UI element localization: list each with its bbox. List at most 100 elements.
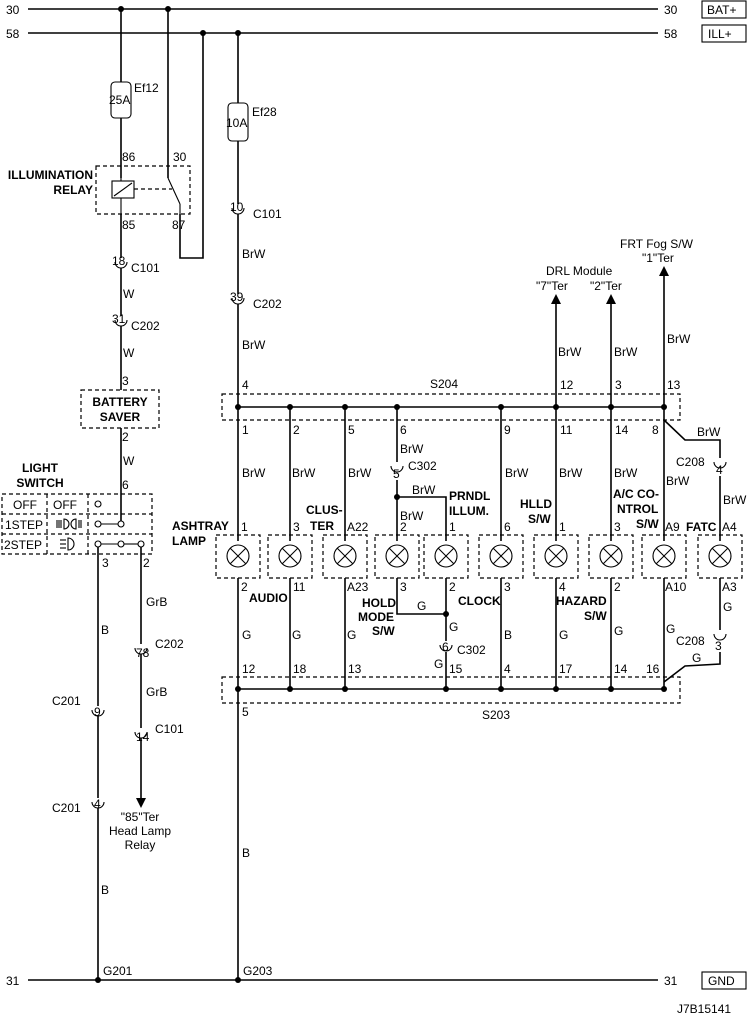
wire-color-label: BrW [400, 509, 424, 523]
splice-pin: 4 [242, 378, 249, 392]
splice-pin: 1 [242, 423, 249, 437]
light-switch-2step: 2STEP [4, 538, 42, 552]
clock-label: CLOCK [458, 594, 501, 608]
wire-color-label: B [101, 623, 109, 637]
ill-rail-number-right: 58 [664, 27, 678, 41]
splice-pin: 16 [646, 662, 660, 676]
connector-name: C201 [52, 801, 81, 815]
splice-pin: 11 [560, 423, 573, 437]
connector-name: C302 [457, 643, 486, 657]
ill-rail-number-left: 58 [6, 27, 20, 41]
wire-color-label: G [666, 622, 675, 636]
wire-color-label: G [614, 624, 623, 638]
connector-name: C101 [155, 722, 184, 736]
light-switch-title: LIGHT [22, 461, 59, 475]
wire-color-label: G [417, 599, 426, 613]
lamp-hold-mode-switch [374, 534, 420, 579]
wire-color-label: BrW [242, 466, 266, 480]
hlld-label: HLLD [520, 497, 552, 511]
wire-color-label: BrW [614, 466, 638, 480]
lamp-audio [267, 534, 313, 579]
lamp-fatc [697, 534, 743, 579]
connector-name: C101 [131, 261, 160, 275]
splice-pin: 15 [449, 662, 463, 676]
battery-saver: BATTERY SAVER [80, 389, 160, 429]
arrow-down-icon [136, 798, 146, 808]
ac-control-label-3: S/W [636, 517, 659, 531]
lamp-pin: 1 [559, 520, 566, 534]
wire-color-label: BrW [242, 247, 266, 261]
wire-color-label: W [123, 454, 135, 468]
connector-name: C202 [131, 319, 160, 333]
headlamp-icon [60, 537, 75, 551]
bat-rail: 30 30 BAT+ [6, 0, 747, 19]
drl-terminal-7: "7"Ter [536, 279, 568, 293]
light-switch-1step: 1STEP [5, 518, 43, 532]
relay-pin-85: 85 [122, 218, 136, 232]
lamp-clock [478, 534, 524, 579]
wire-color-label: BrW [666, 474, 690, 488]
headlamp-relay-label-2: Relay [125, 838, 156, 852]
relay-pin-30: 30 [173, 150, 187, 164]
connector-pin: 9 [94, 705, 101, 719]
connector-pin: 18 [112, 254, 126, 268]
connector-pin: 31 [112, 312, 126, 326]
lamp-pin: A9 [665, 520, 680, 534]
light-switch-title-2: SWITCH [16, 476, 63, 490]
lamp-pin: 1 [449, 520, 456, 534]
wire-color-label: BrW [559, 466, 583, 480]
wire-color-label: BrW [697, 425, 721, 439]
connector-name: C202 [253, 297, 282, 311]
arrow-up-icon [659, 266, 669, 276]
wire-color-label: BrW [242, 338, 266, 352]
wire-color-label: BrW [348, 466, 372, 480]
lamp-pin: 2 [614, 580, 621, 594]
fuse-name: Ef28 [252, 105, 277, 119]
relay-pin-87: 87 [172, 218, 186, 232]
wire-color-label: BrW [292, 466, 316, 480]
connector-name: C208 [676, 455, 705, 469]
cluster-label: CLUS- [306, 503, 343, 517]
connector-name: C302 [408, 459, 437, 473]
lamp-hlld-switch [533, 534, 579, 579]
wire-color-label: G [449, 620, 458, 634]
light-switch-pin-in: 6 [122, 478, 129, 492]
splice-pin: 17 [559, 662, 573, 676]
connector-name: C202 [155, 637, 184, 651]
lamp-pin: A4 [722, 520, 737, 534]
battery-saver-pin-in: 3 [122, 374, 129, 388]
fatc-label: FATC [686, 520, 717, 534]
splice-pin: 13 [667, 378, 681, 392]
fuse-rating: 10A [226, 116, 247, 130]
lamp-ashtray [215, 534, 261, 579]
headlamp-relay-terminal: "85"Ter [121, 810, 160, 824]
connector-c302-5 [390, 465, 404, 473]
battery-saver-label: BATTERY [92, 395, 147, 409]
ac-control-label: A/C CO- [613, 487, 659, 501]
connector-c208-3 [713, 633, 727, 641]
wire-color-label: B [504, 628, 512, 642]
ac-control-label-2: NTROL [617, 502, 658, 516]
fuse-name: Ef12 [134, 81, 159, 95]
hold-mode-label: HOLD [362, 596, 396, 610]
wire-color-label: BrW [412, 483, 436, 497]
wire-color-label: G [692, 651, 701, 665]
splice-pin: 14 [615, 423, 629, 437]
fuse-rating: 25A [109, 93, 130, 107]
connector-name: C208 [676, 634, 705, 648]
lamp-pin: 3 [504, 580, 511, 594]
lamp-pin: 3 [614, 520, 621, 534]
bat-rail-number-left: 30 [6, 3, 20, 17]
wire-color-label: BrW [614, 345, 638, 359]
lamp-pin: 1 [241, 520, 248, 534]
hazard-label: HAZARD [556, 594, 607, 608]
bat-plus-tag: BAT+ [707, 3, 736, 17]
light-switch-pin-b: 3 [102, 556, 109, 570]
splice-pin: 12 [560, 378, 574, 392]
splice-pin: 5 [242, 705, 249, 719]
connector-name: C101 [253, 207, 282, 221]
connector-pin: 4 [716, 463, 723, 477]
splice-pin: 9 [504, 423, 511, 437]
gnd-rail-number-left: 31 [6, 974, 20, 988]
wire-color-label: G [434, 657, 443, 671]
